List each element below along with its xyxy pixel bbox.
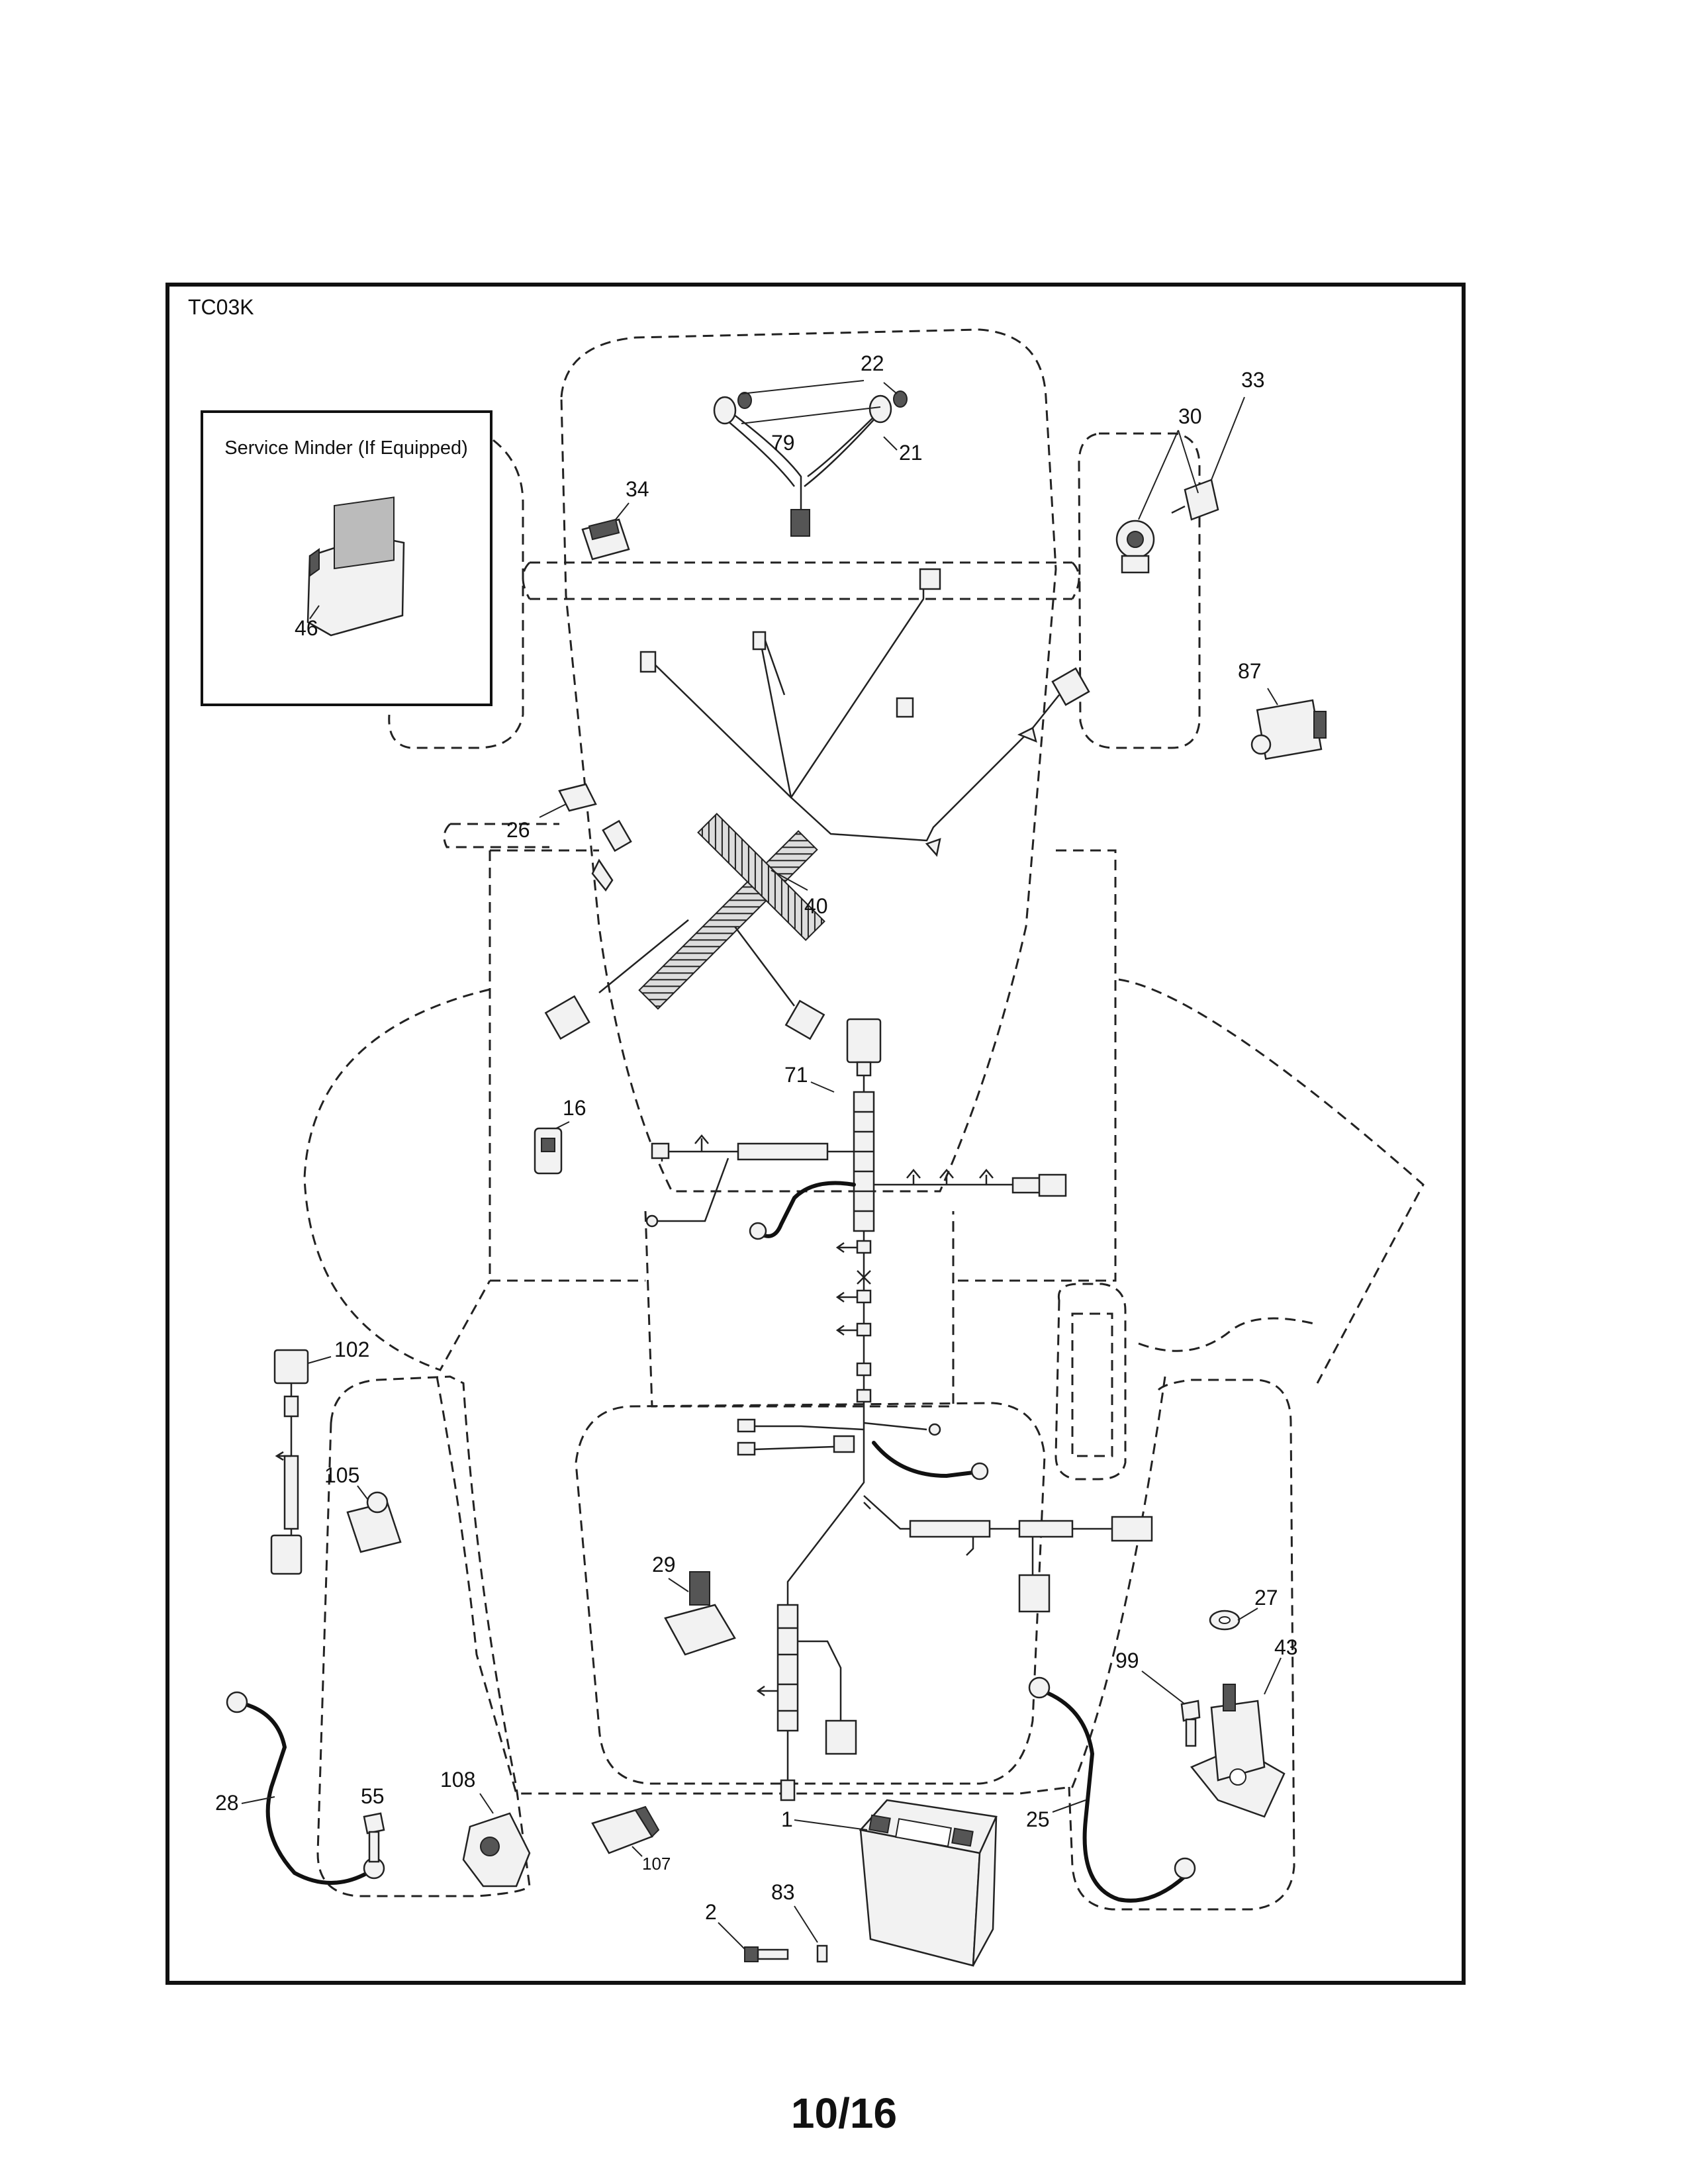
battery-part (859, 1799, 998, 1967)
callout-79: 79 (771, 431, 795, 455)
nut-83-part (816, 1944, 828, 1963)
diagram-code-label: TC03K (188, 295, 254, 319)
diagram-frame (165, 283, 1466, 1985)
callout-28: 28 (215, 1791, 239, 1815)
callout-46: 46 (295, 616, 318, 640)
ground-cable-25-part (1028, 1676, 1196, 1903)
starter-solenoid-43-part (1190, 1684, 1286, 1818)
callout-27: 27 (1254, 1586, 1278, 1610)
callout-43: 43 (1274, 1635, 1298, 1659)
callout-71: 71 (784, 1063, 808, 1087)
callout-22: 22 (861, 351, 884, 375)
rocker-switch-part (581, 518, 630, 561)
bolt-2-part (744, 1946, 789, 1962)
headlight-harness-part (713, 390, 908, 537)
callout-16: 16 (563, 1096, 586, 1120)
service-minder-display-part (306, 496, 405, 637)
relay-part (1250, 699, 1327, 760)
lower-wiring-harness (645, 1018, 1067, 1410)
connector-16-part (534, 1127, 563, 1175)
callout-29: 29 (652, 1553, 676, 1576)
callout-26: 26 (506, 818, 530, 842)
callout-108: 108 (440, 1768, 475, 1792)
seat-switch-29-part (664, 1571, 736, 1656)
callout-87: 87 (1238, 659, 1262, 683)
callout-33: 33 (1241, 368, 1265, 392)
callout-25: 25 (1026, 1807, 1050, 1831)
bolt-99-part (1180, 1700, 1201, 1747)
callout-34: 34 (626, 477, 649, 501)
callout-99: 99 (1115, 1649, 1139, 1672)
callout-40: 40 (804, 894, 828, 918)
wire-harness-102-part (270, 1349, 309, 1575)
callout-55: 55 (361, 1784, 385, 1808)
main-wiring-harness (544, 568, 1090, 1040)
fuse-holder-part (558, 783, 597, 812)
callout-30: 30 (1178, 404, 1202, 428)
service-minder-inset: Service Minder (If Equipped) 46 (201, 410, 492, 706)
ignition-key-part (1171, 478, 1219, 521)
ignition-switch-part (1115, 520, 1155, 574)
inset-title: Service Minder (If Equipped) (224, 437, 468, 459)
callout-102: 102 (334, 1338, 369, 1361)
switch-105-part (346, 1491, 402, 1553)
callout-21: 21 (899, 441, 923, 465)
rear-wiring-harness (737, 1410, 1153, 1801)
callout-2: 2 (705, 1900, 717, 1924)
chassis-outline (303, 328, 1425, 1911)
ground-cable-28-part (226, 1691, 385, 1885)
solenoid-108-part (462, 1812, 531, 1888)
page-number: 10/16 (791, 2089, 897, 2137)
callout-105: 105 (324, 1463, 359, 1487)
callout-83: 83 (771, 1880, 795, 1904)
callout-107: 107 (642, 1854, 671, 1874)
nut-27-part (1209, 1610, 1241, 1631)
module-107-part (591, 1805, 660, 1854)
bolt-55-part (363, 1812, 385, 1863)
callout-1: 1 (781, 1807, 793, 1831)
